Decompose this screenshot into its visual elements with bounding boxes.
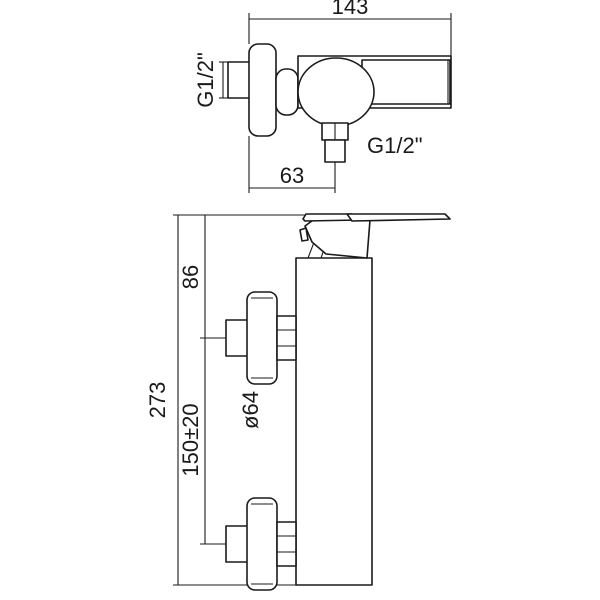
- total-height-label: 273: [145, 382, 170, 419]
- inlet-thread-label: G1/2": [193, 52, 218, 108]
- eccentric-connector: [275, 68, 299, 116]
- outlet-thread-label: G1/2": [367, 133, 423, 158]
- upper-inlet: [225, 291, 297, 385]
- outlet-pipe: [324, 139, 346, 163]
- overall-width-label: 143: [332, 0, 369, 19]
- upper-wall-flange: [246, 291, 278, 385]
- lower-inlet-pipe: [225, 525, 249, 563]
- mixer-body: [295, 257, 373, 586]
- top-view: 143 G1/2" G1/2" 63: [193, 0, 452, 193]
- mixer-cartridge-dome: [297, 57, 375, 127]
- lever-pin: [299, 227, 309, 242]
- lower-nut: [276, 521, 297, 567]
- inlet-pipe: [227, 61, 251, 99]
- front-view: 273 86 150±20 ø64: [145, 213, 451, 591]
- lever-head: [304, 217, 371, 259]
- offset-label: 63: [280, 163, 304, 188]
- lower-inlet: [225, 497, 297, 591]
- lower-wall-flange: [246, 497, 278, 591]
- lever-handle: [346, 213, 451, 222]
- lever-plate: [361, 59, 451, 105]
- upper-inlet-pipe: [225, 319, 249, 357]
- top-offset-label: 86: [178, 265, 203, 289]
- spacing-label: 150±20: [178, 403, 203, 476]
- upper-nut: [276, 315, 297, 361]
- wall-flange: [248, 43, 277, 137]
- flange-diameter-label: ø64: [238, 391, 263, 429]
